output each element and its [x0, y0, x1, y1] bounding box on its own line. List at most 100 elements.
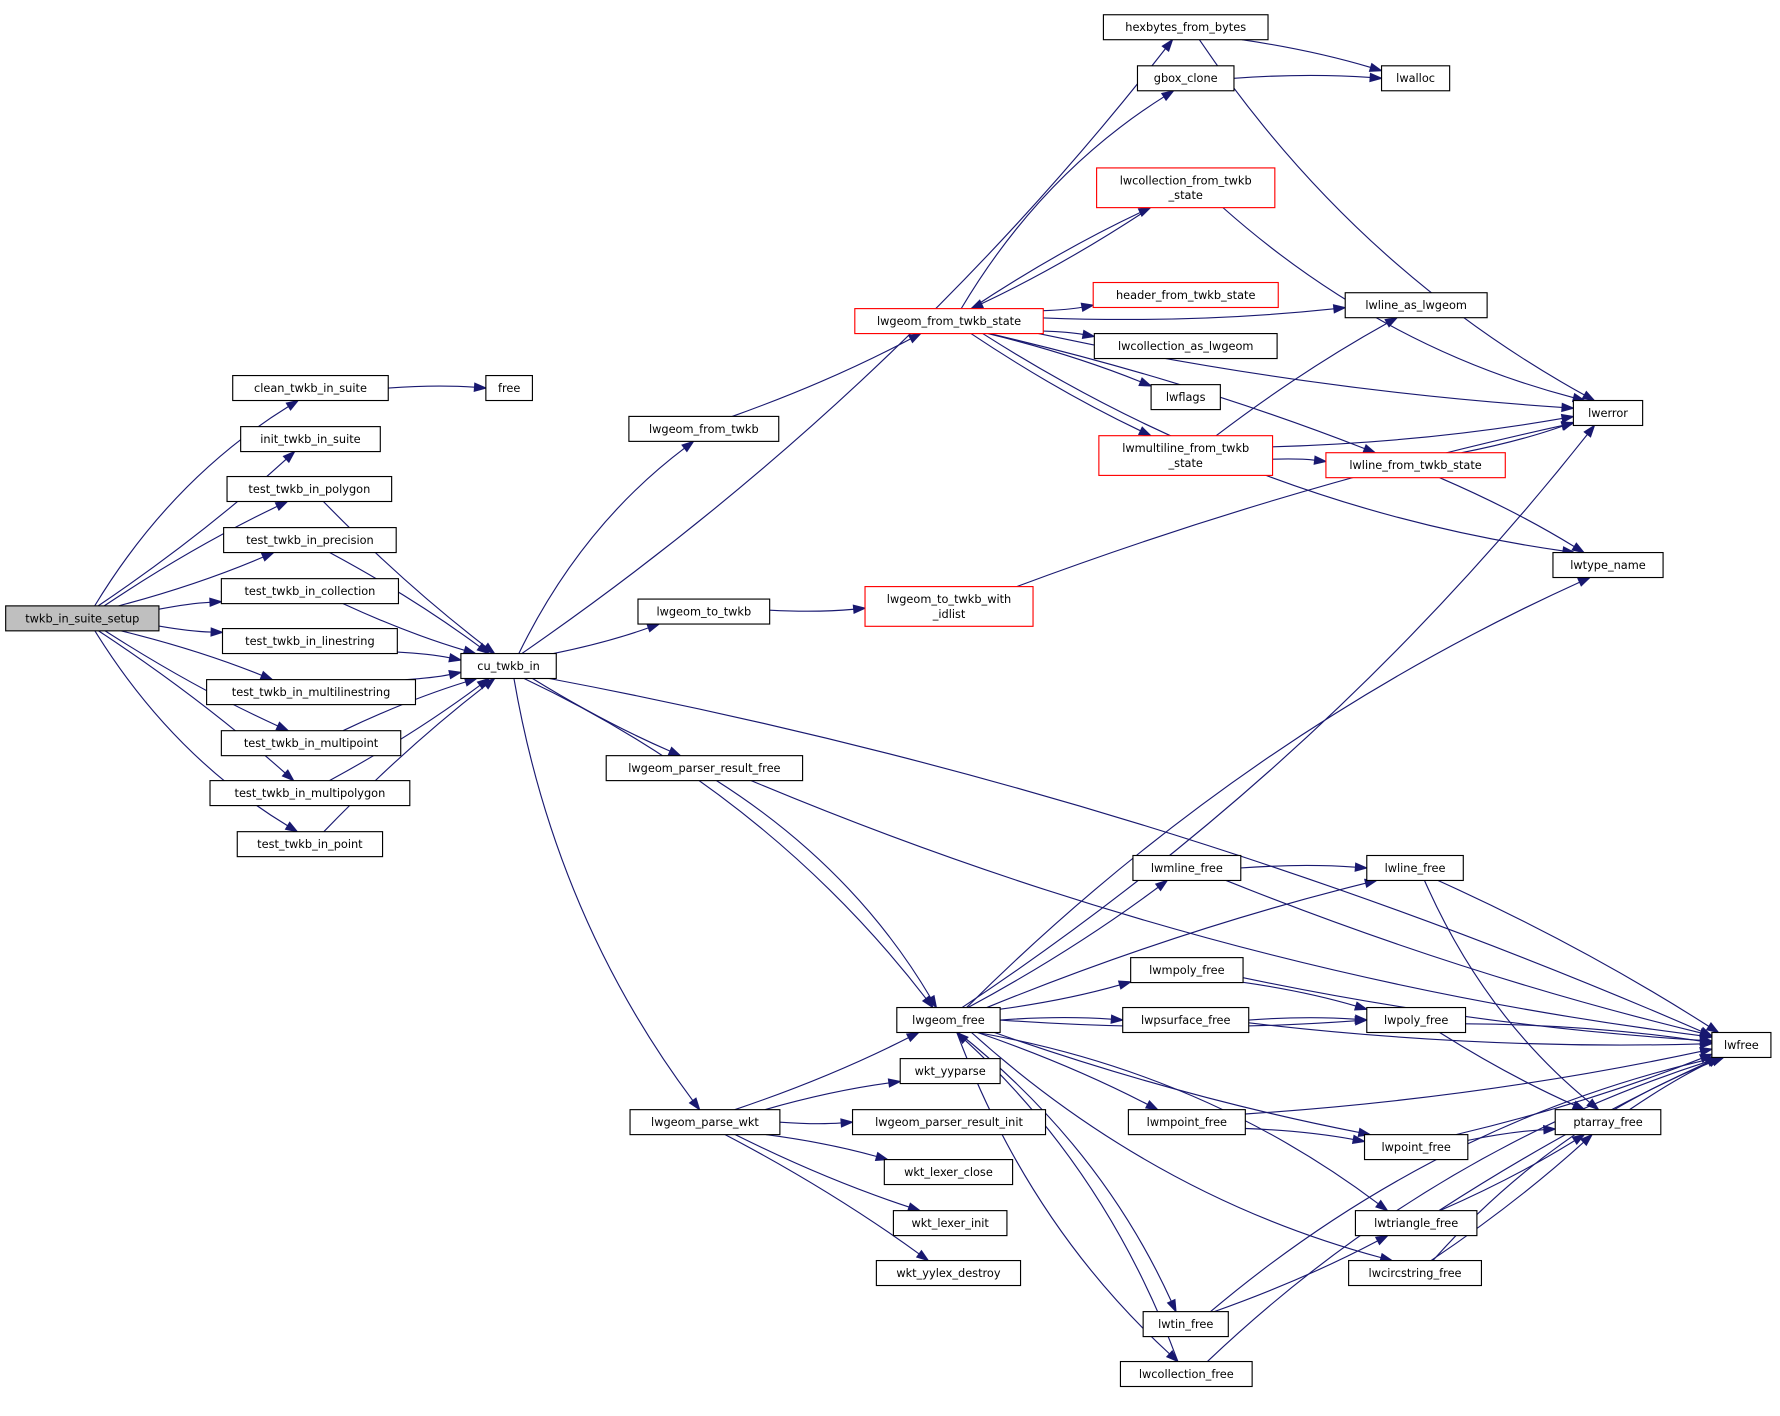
node-lwcircstring-free[interactable]: lwcircstring_free: [1348, 1259, 1483, 1287]
edge-lwgeom-from-twkb-state-to-lwline-as-lwgeom: [1043, 304, 1347, 321]
edge-line: [158, 625, 212, 633]
node-cu-twkb-in[interactable]: cu_twkb_in: [460, 652, 557, 680]
node-wkt-lexer-close[interactable]: wkt_lexer_close: [883, 1159, 1014, 1186]
edge-lwmultiline-from-twkb-state-to-lwerror: [1272, 413, 1576, 448]
nodes-layer: twkb_in_suite_setup clean_twkb_in_suite fr…: [5, 14, 1772, 1388]
edge-line: [1438, 1061, 1709, 1212]
edge-cu-twkb-in-to-lwgeom-free: [523, 677, 935, 1009]
node-lwgeom-parse-wkt[interactable]: lwgeom_parse_wkt: [629, 1109, 781, 1136]
node-lwgeom-parser-result-free[interactable]: lwgeom_parser_result_free: [605, 755, 804, 782]
node-gbox-clone[interactable]: gbox_clone: [1136, 65, 1235, 92]
node-lwerror[interactable]: lwerror: [1572, 399, 1644, 427]
node-label: lwmpoint_free: [1147, 1115, 1227, 1129]
edge-line: [1198, 39, 1585, 396]
edge-line: [103, 505, 278, 607]
node-test-twkb-in-collection[interactable]: test_twkb_in_collection: [220, 578, 400, 605]
node-lwgeom-to-twkb-with-idlist[interactable]: lwgeom_to_twkb_with_idlist: [864, 586, 1034, 627]
node-init-twkb-in-suite[interactable]: init_twkb_in_suite: [240, 426, 381, 453]
node-lwflags[interactable]: lwflags: [1150, 384, 1221, 411]
arrowhead-icon: [1699, 1036, 1714, 1046]
arrowhead-icon: [1571, 542, 1586, 554]
node-header-from-twkb-state[interactable]: header_from_twkb_state: [1092, 281, 1279, 309]
node-lwmline-free[interactable]: lwmline_free: [1132, 854, 1242, 882]
node-box: [896, 1006, 1001, 1034]
edge-line: [1043, 308, 1334, 321]
node-lwfree[interactable]: lwfree: [1711, 1031, 1772, 1059]
node-wkt-yyparse[interactable]: wkt_yyparse: [899, 1058, 1001, 1085]
node-wkt-yylex-destroy[interactable]: wkt_yylex_destroy: [875, 1259, 1022, 1287]
node-label: lwerror: [1588, 406, 1628, 420]
edge-lwgeom-free-to-lwerror: [961, 424, 1596, 1009]
edge-line: [1439, 477, 1575, 548]
node-lwgeom-parser-result-init[interactable]: lwgeom_parser_result_init: [851, 1109, 1047, 1136]
node-lwpsurface-free[interactable]: lwpsurface_free: [1122, 1006, 1250, 1034]
node-box: [206, 679, 417, 706]
edge-lwcollection-from-twkb-state-to-lwgeom-from-twkb-state: [969, 207, 1151, 310]
node-label: header_from_twkb_state: [1116, 288, 1255, 302]
node-clean-twkb-in-suite[interactable]: clean_twkb_in_suite: [232, 374, 389, 402]
arrowhead-icon: [1560, 421, 1576, 431]
node-free[interactable]: free: [485, 374, 533, 402]
node-lwgeom-free[interactable]: lwgeom_free: [896, 1006, 1001, 1034]
node-label: lwtriangle_free: [1374, 1216, 1458, 1230]
node-lwgeom-to-twkb[interactable]: lwgeom_to_twkb: [637, 598, 771, 625]
node-box: [1096, 167, 1276, 209]
arrowhead-icon: [463, 677, 479, 687]
edge-line: [1439, 1032, 1575, 1106]
arrowhead-icon: [1384, 316, 1399, 328]
node-lwtriangle-free[interactable]: lwtriangle_free: [1354, 1210, 1478, 1237]
node-test-twkb-in-multilinestring[interactable]: test_twkb_in_multilinestring: [206, 679, 417, 706]
edge-lwmpoly-free-to-lwpoly-free: [1242, 981, 1369, 1011]
node-hexbytes-from-bytes[interactable]: hexbytes_from_bytes: [1102, 14, 1269, 41]
node-test-twkb-in-precision[interactable]: test_twkb_in_precision: [223, 527, 397, 554]
node-lwcollection-from-twkb-state[interactable]: lwcollection_from_twkb_state: [1096, 167, 1276, 209]
node-lwmpoint-free[interactable]: lwmpoint_free: [1127, 1109, 1246, 1136]
node-lwline-from-twkb-state[interactable]: lwline_from_twkb_state: [1325, 452, 1506, 479]
node-lwtin-free[interactable]: lwtin_free: [1142, 1311, 1229, 1338]
node-label: lwline_as_lwgeom: [1365, 298, 1467, 312]
edge-line: [765, 1134, 877, 1158]
node-lwtype-name[interactable]: lwtype_name: [1552, 551, 1664, 579]
edge-line: [981, 207, 1151, 305]
node-box: [1119, 1360, 1253, 1388]
node-box: [1711, 1031, 1772, 1059]
arrowhead-icon: [1160, 89, 1176, 102]
node-lwpoly-free[interactable]: lwpoly_free: [1366, 1006, 1467, 1034]
node-lwgeom-from-twkb-state[interactable]: lwgeom_from_twkb_state: [854, 308, 1044, 335]
edge-line: [961, 434, 1588, 1009]
node-wkt-lexer-init[interactable]: wkt_lexer_init: [892, 1210, 1008, 1237]
node-twkb-in-suite-setup[interactable]: twkb_in_suite_setup: [5, 605, 160, 632]
node-lwline-as-lwgeom[interactable]: lwline_as_lwgeom: [1344, 292, 1488, 319]
edge-lwmpoint-free-to-lwfree: [1245, 1046, 1714, 1115]
arrowhead-icon: [1354, 862, 1369, 872]
arrowhead-icon: [476, 642, 491, 655]
node-lwcollection-free[interactable]: lwcollection_free: [1119, 1360, 1253, 1388]
edge-line: [1214, 1240, 1378, 1313]
node-box: [637, 598, 771, 625]
node-lwgeom-from-twkb[interactable]: lwgeom_from_twkb: [628, 415, 780, 442]
node-lwmpoly-free[interactable]: lwmpoly_free: [1130, 957, 1244, 984]
edge-test-twkb-in-precision-to-cu-twkb-in: [329, 552, 491, 655]
node-lwpoint-free[interactable]: lwpoint_free: [1363, 1134, 1469, 1161]
edge-twkb-in-suite-setup-to-clean-twkb-in-suite: [94, 399, 300, 607]
node-box: [875, 1259, 1022, 1287]
node-lwcollection-as-lwgeom[interactable]: lwcollection_as_lwgeom: [1093, 333, 1278, 360]
edge-line: [971, 1032, 1382, 1259]
node-test-twkb-in-point[interactable]: test_twkb_in_point: [236, 831, 384, 858]
edge-line: [405, 674, 450, 681]
node-label: lwpoly_free: [1384, 1013, 1448, 1027]
arrowhead-icon: [1313, 455, 1328, 465]
node-lwmultiline-from-twkb-state[interactable]: lwmultiline_from_twkb_state: [1098, 435, 1274, 476]
node-ptarray-free[interactable]: ptarray_free: [1554, 1109, 1662, 1136]
node-lwalloc[interactable]: lwalloc: [1380, 65, 1451, 92]
edge-lwgeom-parse-wkt-to-wkt-lexer-init: [735, 1134, 922, 1212]
node-label: lwfree: [1724, 1038, 1759, 1052]
node-test-twkb-in-multipolygon[interactable]: test_twkb_in_multipolygon: [209, 780, 411, 807]
node-box: [1098, 435, 1274, 476]
node-test-twkb-in-linestring[interactable]: test_twkb_in_linestring: [221, 628, 398, 655]
node-box: [1572, 399, 1644, 427]
node-test-twkb-in-polygon[interactable]: test_twkb_in_polygon: [226, 475, 393, 503]
node-test-twkb-in-multipoint[interactable]: test_twkb_in_multipoint: [220, 730, 402, 757]
node-box: [864, 586, 1034, 627]
node-lwline-free[interactable]: lwline_free: [1366, 854, 1464, 882]
